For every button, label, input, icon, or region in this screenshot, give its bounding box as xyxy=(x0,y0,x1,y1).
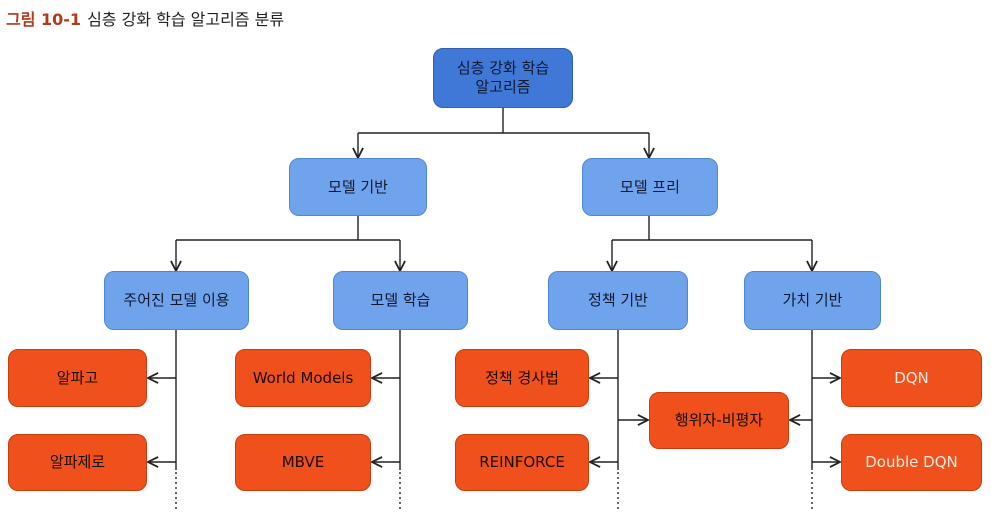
node-actor-critic: 행위자-비평자 xyxy=(649,392,789,449)
figure-title: 심층 강화 학습 알고리즘 분류 xyxy=(87,10,285,29)
node-value-based: 가치 기반 xyxy=(744,271,881,330)
node-alphazero: 알파제로 xyxy=(8,434,147,491)
figure-number: 그림 10-1 xyxy=(6,10,82,29)
node-given-model: 주어진 모델 이용 xyxy=(104,271,249,330)
node-root: 심층 강화 학습 알고리즘 xyxy=(433,48,573,108)
node-alphago: 알파고 xyxy=(8,349,147,407)
node-model-based: 모델 기반 xyxy=(289,158,427,216)
node-double-dqn: Double DQN xyxy=(841,434,982,491)
node-dqn: DQN xyxy=(841,349,982,407)
node-mbve: MBVE xyxy=(235,434,371,491)
figure-caption: 그림 10-1 심층 강화 학습 알고리즘 분류 xyxy=(6,6,284,30)
node-policy-based: 정책 기반 xyxy=(548,271,688,330)
node-reinforce: REINFORCE xyxy=(455,434,589,491)
node-learn-model: 모델 학습 xyxy=(333,271,468,330)
node-policy-gradient: 정책 경사법 xyxy=(455,349,589,407)
node-model-free: 모델 프리 xyxy=(582,158,718,216)
node-world-models: World Models xyxy=(235,349,371,407)
